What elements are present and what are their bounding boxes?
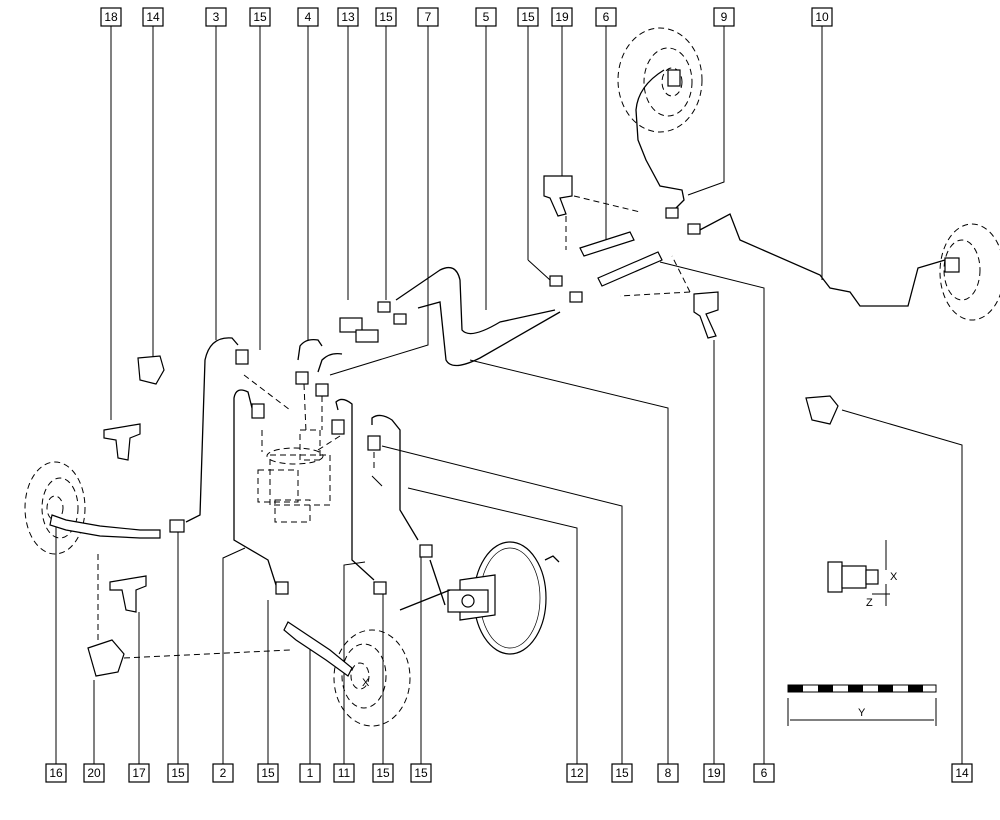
callout-15: 15 [167, 763, 189, 783]
callout-4: 4 [297, 7, 319, 27]
svg-text:15: 15 [521, 10, 535, 24]
svg-text:14: 14 [955, 766, 969, 780]
union-detail: X Z X [362, 540, 898, 689]
svg-text:15: 15 [253, 10, 267, 24]
svg-text:18: 18 [104, 10, 118, 24]
svg-text:15: 15 [615, 766, 629, 780]
assembly-arrows [97, 195, 691, 659]
svg-text:12: 12 [570, 766, 584, 780]
scale-bar: Y [787, 684, 937, 726]
callout-15: 15 [410, 763, 432, 783]
wheel-front-left [24, 461, 86, 555]
dimension-x-label: X [890, 571, 898, 583]
wheel-rear-right [617, 27, 703, 133]
callout-19: 19 [551, 7, 573, 27]
callout-12: 12 [566, 763, 588, 783]
callout-15: 15 [257, 763, 279, 783]
svg-text:4: 4 [305, 10, 312, 24]
svg-text:13: 13 [341, 10, 355, 24]
svg-text:6: 6 [761, 766, 768, 780]
callout-1: 1 [299, 763, 321, 783]
svg-text:16: 16 [49, 766, 63, 780]
dimension-z-label: Z [866, 597, 873, 609]
svg-text:3: 3 [213, 10, 220, 24]
wheel-dimension-x-label: X [362, 677, 370, 689]
callout-16: 16 [45, 763, 67, 783]
callout-7: 7 [417, 7, 439, 27]
svg-text:15: 15 [171, 766, 185, 780]
svg-text:7: 7 [425, 10, 432, 24]
svg-text:14: 14 [146, 10, 160, 24]
svg-text:11: 11 [338, 766, 351, 780]
callout-8: 8 [657, 763, 679, 783]
callout-15: 15 [375, 7, 397, 27]
scale-y-label: Y [858, 707, 866, 719]
callout-15: 15 [611, 763, 633, 783]
svg-text:15: 15 [414, 766, 428, 780]
rigid-pipes [185, 69, 946, 586]
callout-15: 15 [249, 7, 271, 27]
leader-lines [55, 24, 963, 765]
svg-text:2: 2 [220, 766, 227, 780]
svg-text:9: 9 [721, 10, 728, 24]
svg-text:19: 19 [707, 766, 721, 780]
svg-text:15: 15 [261, 766, 275, 780]
callout-15: 15 [372, 763, 394, 783]
callouts-bottom: 16 20 17 15 2 15 1 11 15 15 12 15 8 19 6… [45, 763, 973, 783]
svg-text:19: 19 [555, 10, 569, 24]
callout-3: 3 [205, 7, 227, 27]
callout-2: 2 [212, 763, 234, 783]
callout-18: 18 [100, 7, 122, 27]
callout-5: 5 [475, 7, 497, 27]
svg-text:10: 10 [815, 10, 829, 24]
svg-text:17: 17 [132, 766, 146, 780]
callout-10: 10 [811, 7, 833, 27]
callouts-top: 18 14 3 15 4 13 15 7 5 15 19 6 9 10 [100, 7, 833, 27]
callout-15: 15 [517, 7, 539, 27]
flexible-hoses [49, 231, 663, 677]
callout-14: 14 [142, 7, 164, 27]
wheel-front-right [939, 223, 1000, 321]
callout-9: 9 [713, 7, 735, 27]
brake-compensator [257, 429, 331, 523]
callout-19: 19 [703, 763, 725, 783]
svg-text:8: 8 [665, 766, 672, 780]
wheel-rear-left [333, 629, 411, 727]
callout-11: 11 [333, 763, 355, 783]
callout-6: 6 [753, 763, 775, 783]
pipe-unions [169, 69, 960, 595]
svg-text:1: 1 [307, 766, 314, 780]
svg-text:20: 20 [87, 766, 101, 780]
svg-text:6: 6 [603, 10, 610, 24]
brake-servo [399, 541, 560, 655]
callout-13: 13 [337, 7, 359, 27]
callout-17: 17 [128, 763, 150, 783]
callout-6: 6 [595, 7, 617, 27]
svg-text:15: 15 [376, 766, 390, 780]
callout-14: 14 [951, 763, 973, 783]
svg-text:15: 15 [379, 10, 393, 24]
brackets [87, 175, 839, 677]
svg-text:5: 5 [483, 10, 490, 24]
callout-20: 20 [83, 763, 105, 783]
